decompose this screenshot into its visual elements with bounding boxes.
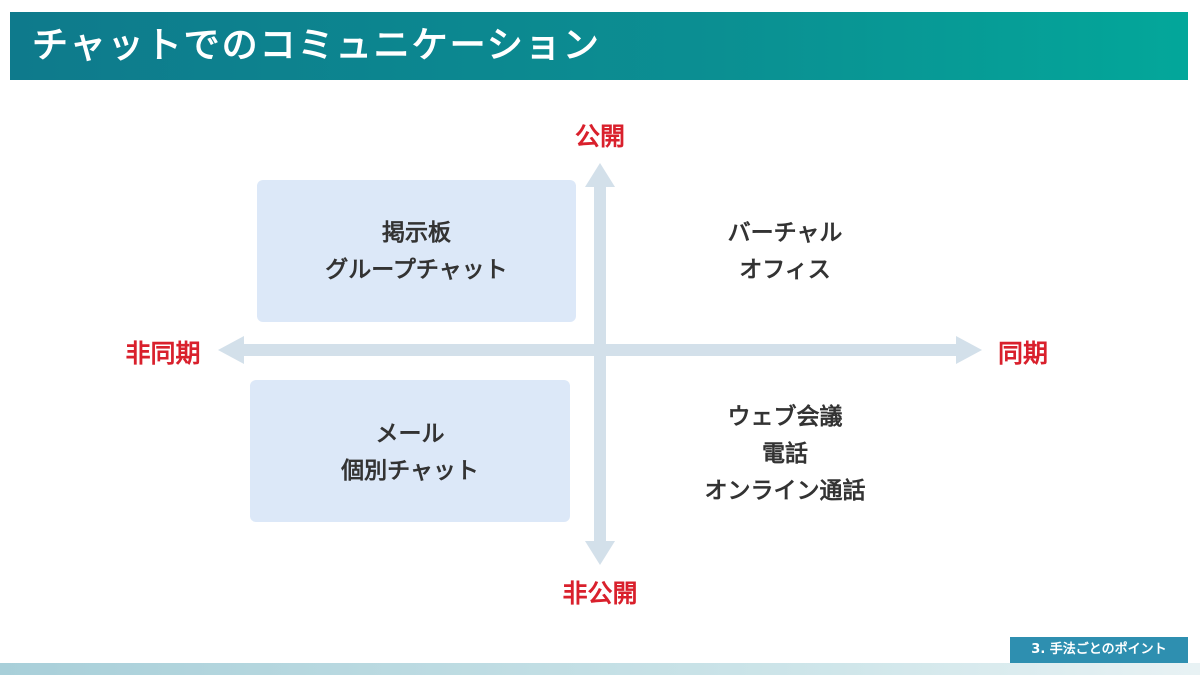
quadrant-text-bottom-right: ウェブ会議 電話 オンライン通話	[670, 399, 900, 510]
quadrant-line: オフィス	[739, 257, 831, 283]
axis-label-bottom: 非公開	[562, 579, 638, 608]
axis-label-right: 同期	[997, 339, 1048, 368]
quadrant-line: バーチャル	[727, 220, 843, 246]
quadrant-box-top-left	[257, 180, 576, 322]
quadrant-line: グループチャット	[325, 257, 508, 283]
arrow-left-icon	[218, 336, 244, 364]
quadrant-line: 電話	[762, 441, 808, 467]
arrow-up-icon	[585, 163, 615, 187]
quadrant-line: メール	[375, 421, 445, 447]
quadrant-text-top-left: 掲示板 グループチャット	[257, 215, 576, 289]
quadrant-line: ウェブ会議	[727, 404, 843, 430]
quadrant-line: 個別チャット	[341, 458, 479, 484]
slide-title: チャットでのコミュニケーション	[32, 25, 601, 66]
quadrant-text-top-right: バーチャル オフィス	[680, 215, 890, 289]
axis-label-top: 公開	[574, 122, 625, 151]
horizontal-axis-line	[240, 344, 960, 356]
title-bar: チャットでのコミュニケーション	[10, 12, 1188, 80]
vertical-axis-line	[594, 185, 606, 545]
footer-bar	[0, 663, 1200, 675]
quadrant-text-bottom-left: メール 個別チャット	[250, 416, 570, 490]
quadrant-line: 掲示板	[382, 220, 451, 246]
arrow-down-icon	[585, 541, 615, 565]
axis-label-left: 非同期	[125, 339, 201, 368]
arrow-right-icon	[956, 336, 982, 364]
section-tab: 3. 手法ごとのポイント	[1010, 637, 1188, 663]
quadrant-box-bottom-left	[250, 380, 570, 522]
quadrant-line: オンライン通話	[704, 478, 866, 504]
